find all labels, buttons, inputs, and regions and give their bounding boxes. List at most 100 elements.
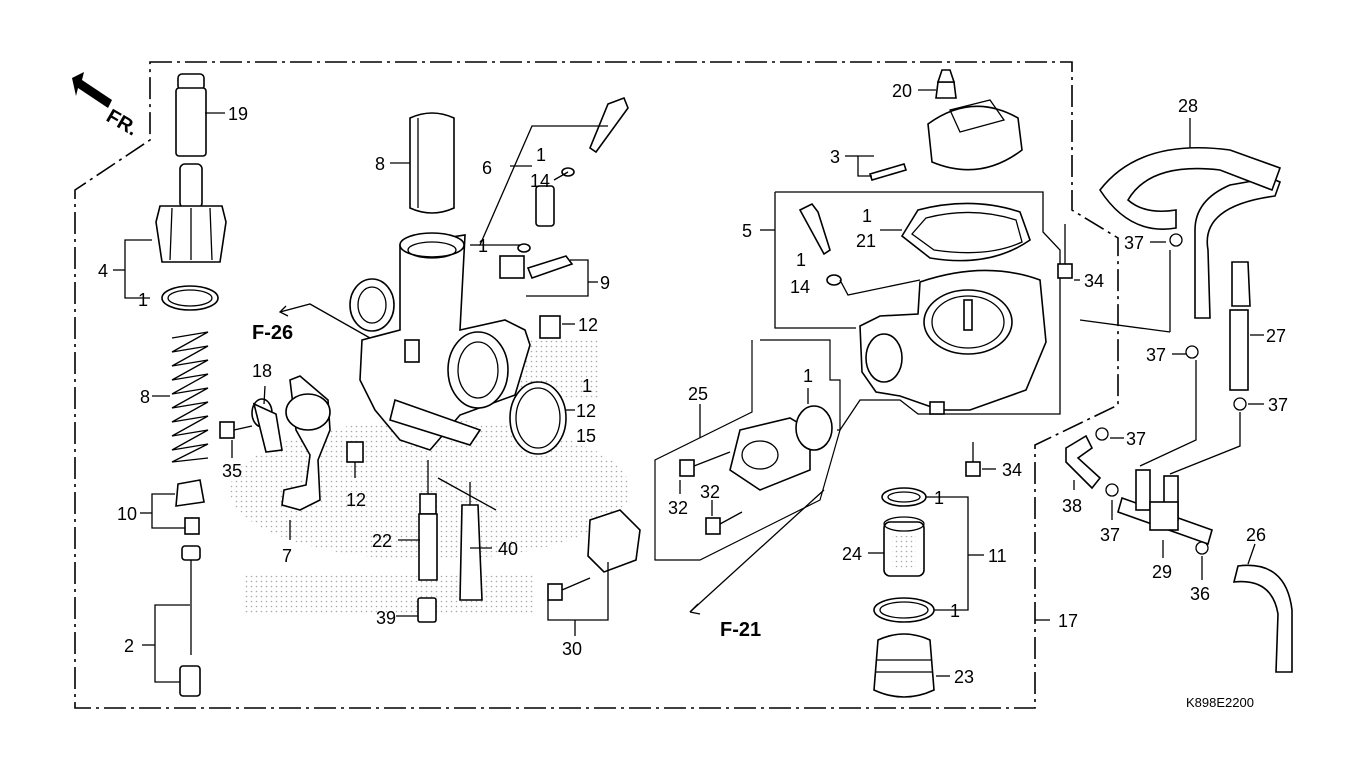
label-14b: 14 [790, 277, 810, 297]
nut-12b [539, 315, 561, 339]
mixture-screw-1 [798, 202, 842, 286]
label-22: 22 [372, 531, 392, 551]
label-7: 7 [282, 546, 292, 566]
slow-jet-40 [459, 504, 483, 601]
o-ring-1h [881, 487, 927, 507]
fuel-tee-29 [1117, 469, 1213, 546]
assembly-boundary [74, 61, 1119, 709]
main-jet-39 [417, 597, 437, 623]
label-32b: 32 [700, 482, 720, 502]
screw-34b [965, 442, 981, 477]
drain-cup-23 [873, 633, 935, 698]
label-20: 20 [892, 81, 912, 101]
cap-19 [175, 73, 207, 157]
label-1g: 1 [796, 250, 806, 270]
leaders-float [547, 388, 825, 636]
label-34b: 34 [1002, 460, 1022, 480]
label-37b: 37 [1146, 345, 1166, 365]
o-ring-1 [161, 285, 219, 311]
float-chamber-group [547, 339, 841, 601]
sleeve-8 [409, 112, 455, 214]
label-4: 4 [98, 261, 108, 281]
label-1b: 1 [536, 145, 546, 165]
hose-26 [1232, 564, 1293, 673]
screw-34a [1057, 224, 1073, 279]
label-27: 27 [1266, 326, 1286, 346]
label-1h: 1 [934, 488, 944, 508]
label-1a: 1 [138, 290, 148, 310]
label-15: 15 [576, 426, 596, 446]
label-35: 35 [222, 461, 242, 481]
label-29: 29 [1152, 562, 1172, 582]
label-37a: 37 [1124, 233, 1144, 253]
label-18: 18 [252, 361, 272, 381]
ref-f26: F-26 [252, 322, 293, 344]
carburetor-body [349, 232, 531, 451]
needle-jet-22 [418, 493, 438, 581]
screw-35 [219, 421, 253, 439]
label-26: 26 [1246, 525, 1266, 545]
label-12c: 12 [576, 401, 596, 421]
label-37c: 37 [1268, 395, 1288, 415]
nut-12a [346, 441, 364, 463]
clips-37 [1095, 233, 1247, 555]
label-21: 21 [856, 231, 876, 251]
label-34a: 34 [1084, 271, 1104, 291]
label-1c: 1 [478, 236, 488, 256]
leaders-center [231, 125, 608, 617]
label-37d: 37 [1126, 429, 1146, 449]
label-25: 25 [688, 384, 708, 404]
label-14a: 14 [530, 171, 550, 191]
tube-27 [1229, 261, 1251, 391]
label-2: 2 [124, 636, 134, 656]
label-10: 10 [117, 504, 137, 524]
filter-24 [883, 516, 925, 577]
spring-8 [171, 331, 209, 463]
leaders-fuel [1073, 118, 1264, 580]
choke-plate-7 [281, 375, 331, 511]
label-28: 28 [1178, 96, 1198, 116]
label-38: 38 [1062, 496, 1082, 516]
bleeder-20 [935, 69, 957, 99]
o-ring-1i [873, 597, 935, 623]
label-9: 9 [600, 273, 610, 293]
label-1e: 1 [803, 366, 813, 386]
label-11: 11 [988, 546, 1007, 566]
label-40: 40 [498, 539, 518, 559]
hose-38 [1065, 434, 1102, 490]
cap-top-4 [155, 163, 227, 263]
label-5: 5 [742, 221, 752, 241]
label-39: 39 [376, 608, 396, 628]
hose-28 [1099, 147, 1282, 319]
label-17: 17 [1058, 611, 1078, 631]
throttle-stop-9 [499, 255, 574, 280]
label-1f: 1 [862, 206, 872, 226]
gasket-12c [509, 381, 567, 455]
diagram-code: K898E2200 [1186, 695, 1254, 710]
carb-body-right [859, 269, 1047, 415]
label-36: 36 [1190, 584, 1210, 604]
leaders-left [113, 112, 225, 683]
label-3: 3 [830, 147, 840, 167]
assembly-box-5 [774, 191, 1061, 431]
label-30: 30 [562, 639, 582, 659]
label-23: 23 [954, 667, 974, 687]
label-12b: 12 [578, 315, 598, 335]
top-cap-3 [868, 99, 1023, 181]
label-12a: 12 [346, 490, 366, 510]
jet-needle-2 [179, 545, 201, 697]
label-37e: 37 [1100, 525, 1120, 545]
choke-lever-18 [251, 398, 283, 453]
label-24: 24 [842, 544, 862, 564]
label-1i: 1 [950, 601, 960, 621]
label-1d: 1 [582, 376, 592, 396]
label-32a: 32 [668, 498, 688, 518]
needle-clip-10 [175, 479, 205, 535]
gasket-21 [900, 202, 1031, 262]
front-direction-arrow: FR. [72, 72, 141, 140]
leaders-right [760, 89, 1171, 677]
label-8b: 8 [375, 154, 385, 174]
air-screw-6 [517, 96, 629, 253]
label-19: 19 [228, 104, 248, 124]
